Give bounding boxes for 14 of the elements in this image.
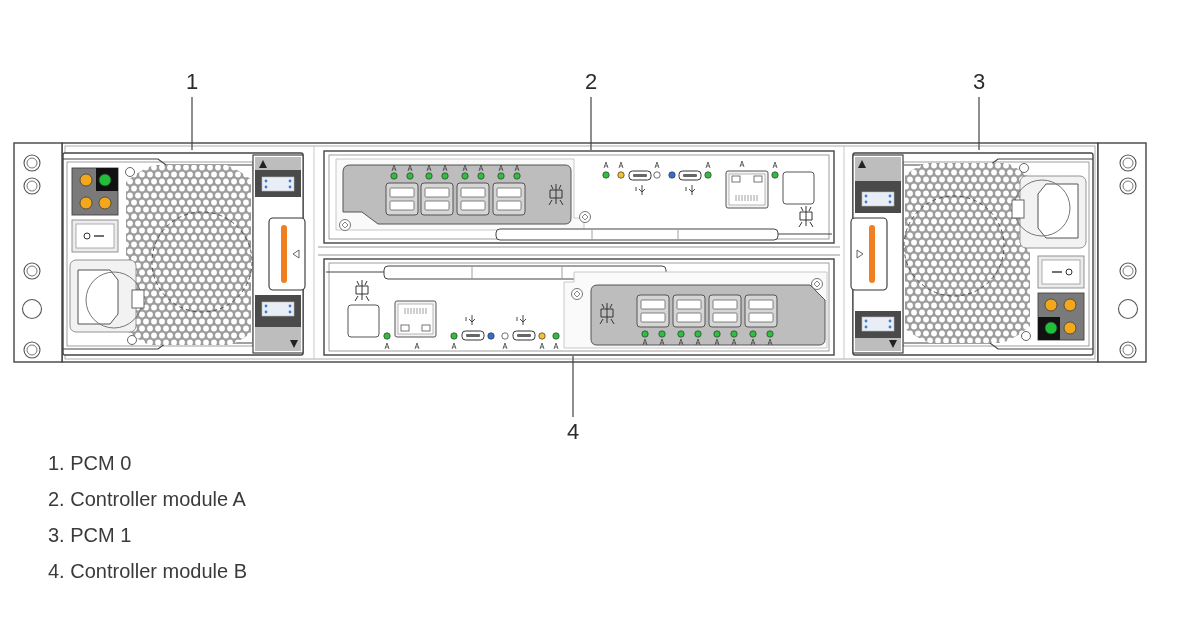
callout-number: 3 xyxy=(972,70,986,94)
callout-number: 4 xyxy=(566,420,580,444)
leader-line xyxy=(572,355,574,418)
leader-line xyxy=(978,96,980,151)
callout-number: 1 xyxy=(185,70,199,94)
part-description: 3. PCM 1 xyxy=(48,523,132,547)
part-description: 4. Controller module B xyxy=(48,559,247,583)
leader-line xyxy=(590,96,592,151)
part-description: 2. Controller module A xyxy=(48,487,246,511)
part-description: 1. PCM 0 xyxy=(48,451,132,475)
power-supply-module xyxy=(62,150,306,358)
leader-line xyxy=(191,96,193,151)
callout-number: 2 xyxy=(584,70,598,94)
power-supply-module xyxy=(850,150,1094,358)
